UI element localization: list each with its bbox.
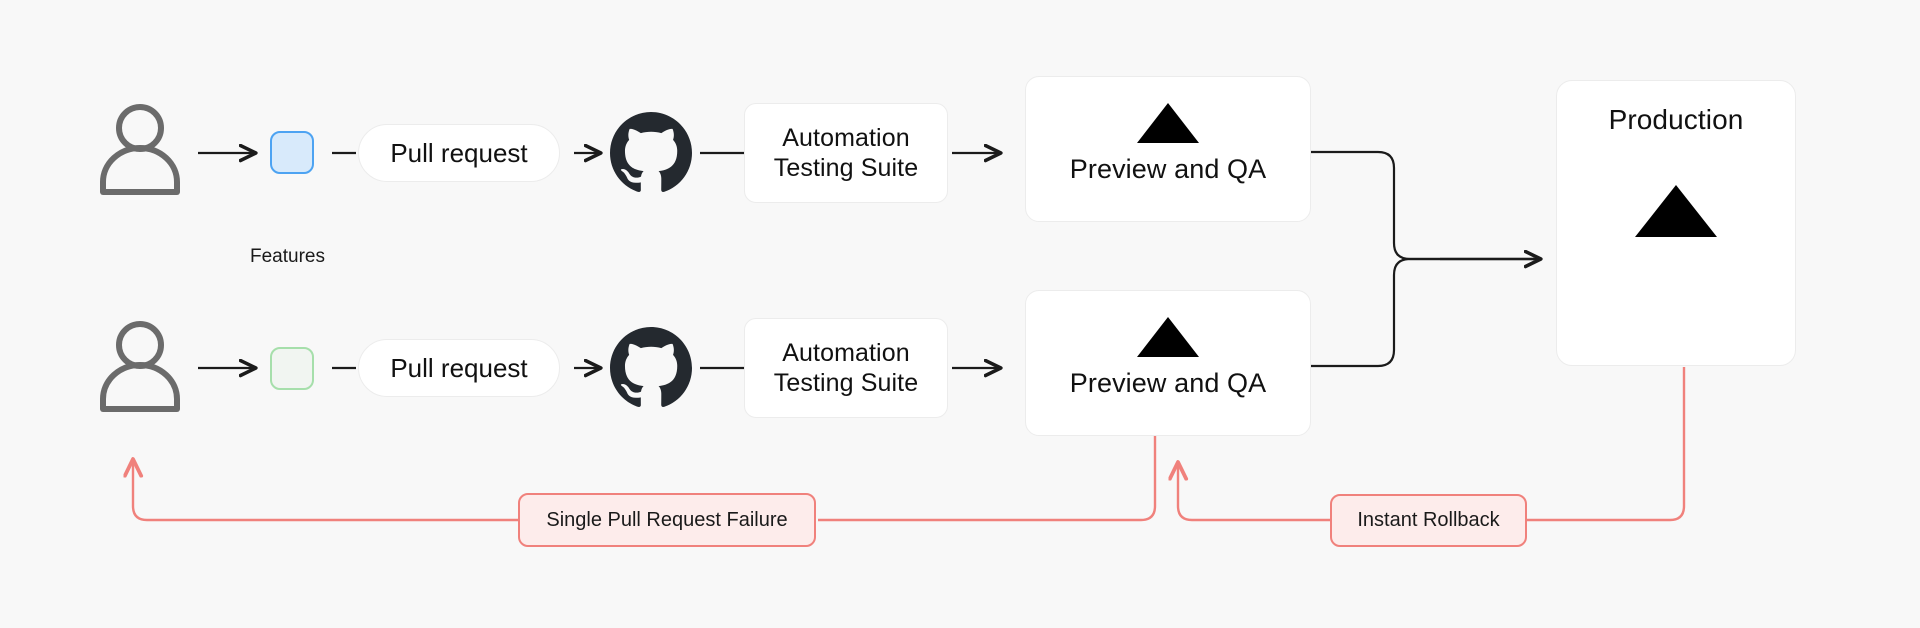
automation-testing-suite-box-2: Automation Testing Suite (744, 318, 948, 418)
automation-label-1: Automation Testing Suite (773, 123, 919, 183)
github-icon (610, 112, 692, 192)
connector-preview2-to-production (1310, 257, 1534, 368)
single-pull-request-failure-label: Single Pull Request Failure (546, 508, 788, 531)
pull-request-label-1: Pull request (390, 137, 528, 168)
person-icon-row-2 (98, 320, 182, 417)
github-icon-row-1 (610, 112, 692, 199)
instant-rollback-label: Instant Rollback (1357, 509, 1500, 531)
preview-label-2: Preview and QA (1069, 368, 1267, 398)
instant-rollback-pill[interactable]: Instant Rollback (1330, 494, 1527, 547)
vercel-triangle-icon (1137, 317, 1199, 357)
feature-chip-green[interactable] (270, 347, 314, 390)
production-box: Production (1556, 80, 1796, 366)
automation-testing-suite-box-1: Automation Testing Suite (744, 103, 948, 203)
path-rollback-right-segment (1527, 367, 1686, 522)
preview-label-1: Preview and QA (1069, 154, 1267, 184)
github-icon-row-2 (610, 327, 692, 414)
pull-request-label-2: Pull request (390, 352, 528, 383)
connector-preview1-to-production (1310, 150, 1534, 261)
preview-and-qa-box-1: Preview and QA (1025, 76, 1311, 222)
person-icon-row-1 (98, 103, 182, 200)
person-icon (100, 321, 180, 412)
person-icon (100, 104, 180, 195)
path-failure-left-segment (133, 460, 518, 522)
single-pull-request-failure-pill[interactable]: Single Pull Request Failure (518, 493, 816, 547)
pull-request-pill-1[interactable]: Pull request (358, 124, 560, 182)
production-label: Production (1608, 104, 1744, 135)
github-icon (610, 327, 692, 407)
features-label: Features (250, 246, 325, 267)
vercel-triangle-icon (1137, 103, 1199, 143)
path-failure-right-segment (818, 432, 1157, 522)
path-rollback-left-segment (1178, 463, 1330, 522)
feature-chip-blue[interactable] (270, 131, 314, 174)
vercel-triangle-icon (1635, 185, 1717, 238)
pull-request-pill-2[interactable]: Pull request (358, 339, 560, 397)
preview-and-qa-box-2: Preview and QA (1025, 290, 1311, 436)
automation-label-2: Automation Testing Suite (773, 338, 919, 398)
